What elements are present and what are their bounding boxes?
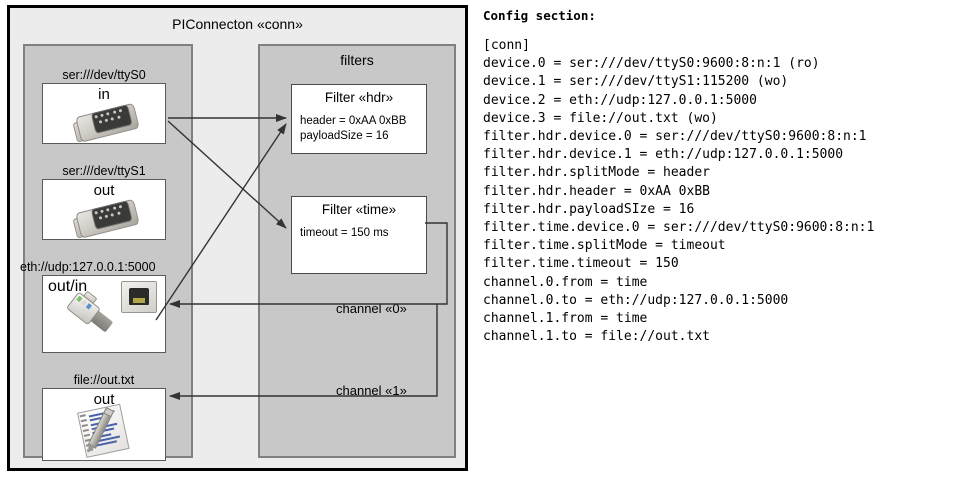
device-direction: out/in: [48, 278, 88, 295]
filter-title: Filter «hdr»: [324, 90, 394, 105]
config-line: filter.time.device.0 = ser:///dev/ttyS0:…: [483, 220, 875, 236]
config-line: channel.0.to = eth://udp:127.0.0.1:5000: [483, 292, 789, 308]
device-label: file://out.txt: [73, 373, 135, 387]
serial-connector-icon: [70, 193, 142, 239]
serial-connector-icon: [70, 97, 142, 143]
filter-properties: header = 0xAA 0xBB payloadSize = 16: [292, 109, 426, 153]
config-line: filter.time.splitMode = timeout: [483, 238, 726, 254]
config-line: channel.1.to = file://out.txt: [483, 329, 710, 345]
device-label: ser:///dev/ttyS1: [62, 164, 146, 178]
config-line: [conn]: [483, 38, 530, 53]
config-line: filter.hdr.header = 0xAA 0xBB: [483, 183, 710, 199]
device-node-ttys1[interactable]: ser:///dev/ttyS1 out: [42, 164, 166, 240]
config-line: device.1 = ser:///dev/ttyS1:115200 (wo): [483, 74, 789, 90]
config-section: Config section: [conn] device.0 = ser:///…: [483, 8, 961, 346]
device-box[interactable]: out/in: [42, 275, 166, 353]
device-box[interactable]: out: [42, 388, 166, 461]
device-box[interactable]: out: [42, 179, 166, 240]
ethernet-jack-icon: [121, 281, 157, 313]
filter-node-hdr[interactable]: Filter «hdr» header = 0xAA 0xBB payloadS…: [291, 84, 427, 154]
config-line: device.2 = eth://udp:127.0.0.1:5000: [483, 92, 757, 108]
filter-title: Filter «time»: [321, 202, 397, 217]
channel-label-0: channel «0»: [336, 301, 407, 316]
channel-label-1: channel «1»: [336, 383, 407, 398]
filter-property: timeout = 150 ms: [300, 227, 389, 239]
notepad-pencil-icon: [76, 402, 137, 458]
devices-panel: ser:///dev/ttyS0 in ser:///dev/ttyS1 out…: [20, 44, 193, 461]
device-box[interactable]: in: [42, 83, 166, 144]
config-line: filter.hdr.device.1 = eth://udp:127.0.0.…: [483, 147, 844, 163]
device-node-file[interactable]: file://out.txt out: [42, 373, 166, 461]
config-line: filter.hdr.splitMode = header: [483, 165, 710, 181]
config-line: device.3 = file://out.txt (wo): [483, 110, 718, 126]
filter-property: payloadSize = 16: [300, 130, 389, 142]
device-direction: out: [93, 182, 115, 199]
config-lines: [conn] device.0 = ser:///dev/ttyS0:9600:8…: [483, 37, 961, 346]
config-line: filter.time.timeout = 150: [483, 256, 679, 272]
config-line: device.0 = ser:///dev/ttyS0:9600:8:n:1 (…: [483, 56, 820, 72]
config-line: channel.1.from = time: [483, 311, 648, 327]
device-node-eth[interactable]: eth://udp:127.0.0.1:5000 out/in: [20, 260, 166, 353]
connector-diagram: PIConnecton «conn» ser:///dev/ttyS0 in s…: [7, 5, 468, 471]
device-label: ser:///dev/ttyS0: [62, 68, 146, 82]
filters-panel: filters Filter «hdr» header = 0xAA 0xBB …: [258, 44, 456, 458]
config-line: channel.0.from = time: [483, 274, 648, 290]
diagram-title: PIConnecton «conn»: [172, 16, 303, 32]
filter-property: header = 0xAA 0xBB: [300, 115, 407, 127]
config-heading: Config section:: [483, 8, 596, 23]
config-line: filter.hdr.payloadSIze = 16: [483, 201, 695, 217]
device-direction: in: [98, 86, 110, 103]
device-node-ttys0[interactable]: ser:///dev/ttyS0 in: [42, 68, 166, 144]
filter-properties: timeout = 150 ms: [292, 221, 426, 250]
device-label: eth://udp:127.0.0.1:5000: [20, 260, 156, 274]
device-direction: out: [93, 391, 115, 408]
filter-node-time[interactable]: Filter «time» timeout = 150 ms: [291, 196, 427, 274]
filters-panel-title: filters: [340, 52, 374, 68]
config-line: filter.hdr.device.0 = ser:///dev/ttyS0:9…: [483, 129, 867, 145]
